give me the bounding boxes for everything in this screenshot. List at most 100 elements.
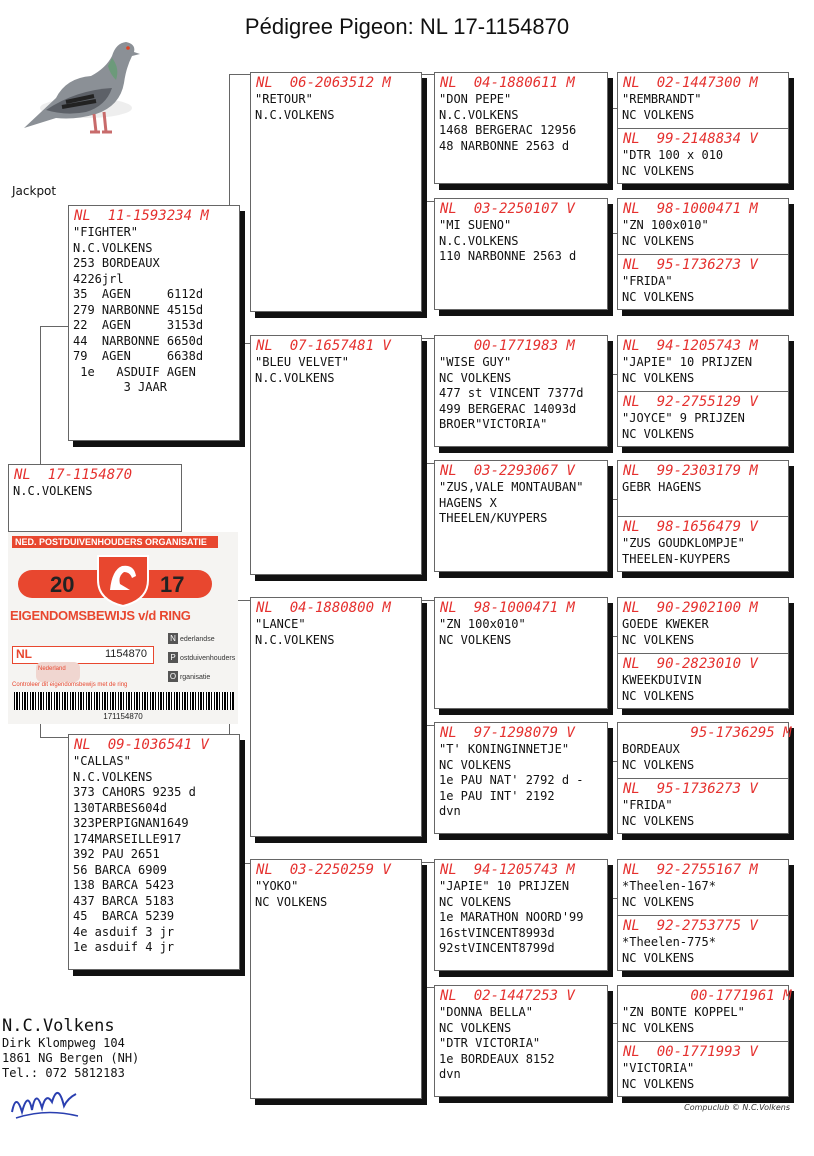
npo-word: ederlandse: [179, 636, 215, 643]
info-line: NC VOLKENS: [622, 813, 695, 828]
dam-box: NL 09-1036541 V "CALLAS" N.C.VOLKENS 373…: [68, 734, 240, 970]
gggp-divider: NL 99-2148834 V "DTR 100 x 010 NC VOLKEN…: [618, 128, 788, 179]
info-line: NC VOLKENS: [622, 163, 695, 178]
info-line: 253 BORDEAUX: [73, 256, 160, 270]
info-line: 499 BERGERAC 14093d: [439, 401, 577, 416]
info-line: "YOKO": [255, 879, 299, 893]
info-line: "ZUS,VALE MONTAUBAN": [439, 480, 584, 494]
gggp-box-4: NL 99-2303179 M GEBR HAGENS NL 98-165647…: [617, 460, 789, 572]
info-line: 437 BARCA 5183: [73, 893, 175, 908]
ring-number: NL 98-1000471 M: [623, 201, 758, 217]
info-line: NC VOLKENS: [622, 233, 695, 248]
card-note: Controleer dit eigendomsbewijs met de ri…: [12, 682, 128, 688]
lion-emblem-icon: [97, 555, 149, 608]
signature-icon: [11, 1092, 79, 1119]
info-line: *Theelen-167*: [622, 879, 716, 893]
info-line: "DTR VICTORIA": [439, 1036, 541, 1050]
info-line: NC VOLKENS: [622, 950, 695, 965]
info-line: N.C.VOLKENS: [255, 107, 335, 122]
grandparent-box-2: NL 07-1657481 V "BLEU VELVET" N.C.VOLKEN…: [250, 335, 422, 575]
info-line: NC VOLKENS: [439, 370, 512, 385]
gggp-divider: NL 95-1736273 V "FRIDA" NC VOLKENS: [618, 254, 788, 305]
info-line: KWEEKDUIVIN: [622, 673, 702, 687]
info-line: 92stVINCENT8799d: [439, 941, 555, 955]
npo-word: ostduivenhouders: [179, 655, 236, 662]
ownership-card: NED. POSTDUIVENHOUDERS ORGANISATIE 20 17…: [8, 532, 238, 724]
connector-gg3: [606, 374, 618, 375]
ring-number: NL 09-1036541 V: [74, 737, 209, 753]
info-line: GOEDE KWEKER: [622, 617, 709, 631]
ring-number: NL 03-2293067 V: [440, 463, 575, 479]
great-grandparent-box-2: NL 03-2250107 V "MI SUENO" N.C.VOLKENS 1…: [434, 198, 608, 310]
info-line: N.C.VOLKENS: [255, 632, 335, 647]
info-line: 1e PAU NAT' 2792 d -: [439, 773, 584, 787]
info-line: 138 BARCA 5423: [73, 878, 175, 892]
info-line: NC VOLKENS: [622, 426, 695, 441]
info-line: 392 PAU 2651: [73, 847, 160, 861]
info-line: GEBR HAGENS: [622, 480, 702, 494]
info-line: 45 BARCA 5239: [73, 909, 175, 923]
ring-number: NL 17-1154870: [14, 467, 133, 483]
gggp-divider: NL 90-2823010 V KWEEKDUIVIN NC VOLKENS: [618, 653, 788, 704]
info-line: 16stVINCENT8993d: [439, 925, 555, 940]
info-line: "ZN BONTE KOPPEL": [622, 1005, 745, 1019]
info-line: "DONNA BELLA": [439, 1005, 533, 1019]
country-code: NL: [16, 647, 32, 661]
info-line: THEELEN/KUYPERS: [439, 511, 548, 525]
gggp-box-7: NL 92-2755167 M *Theelen-167* NC VOLKENS…: [617, 859, 789, 971]
info-line: 4e asduif 3 jr: [73, 924, 175, 939]
ring-number: NL 94-1205743 M: [623, 338, 758, 354]
ring-number: NL 92-2755129 V: [623, 394, 758, 410]
great-grandparent-box-4: NL 03-2293067 V "ZUS,VALE MONTAUBAN" HAG…: [434, 460, 608, 572]
info-line: BROER"VICTORIA": [439, 417, 548, 431]
ring-number: NL 04-1880611 M: [440, 75, 575, 91]
info-line: "LANCE": [255, 617, 306, 631]
info-line: NC VOLKENS: [622, 632, 695, 647]
info-line: "MI SUENO": [439, 218, 512, 232]
great-grandparent-box-5: NL 98-1000471 M "ZN 100x010" NC VOLKENS: [434, 597, 608, 709]
info-line: "BLEU VELVET": [255, 355, 349, 369]
info-line: 4226jrl: [73, 271, 124, 286]
info-line: "DTR 100 x 010: [622, 148, 724, 162]
info-line: NC VOLKENS: [622, 107, 695, 122]
info-line: dvn: [439, 1067, 461, 1081]
gggp-box-5: NL 90-2902100 M GOEDE KWEKER NC VOLKENS …: [617, 597, 789, 709]
breeder-info: N.C.Volkens Dirk Klompweg 104 1861 NG Be…: [2, 1016, 139, 1081]
sire-box: NL 11-1593234 M "FIGHTER" N.C.VOLKENS 25…: [68, 205, 240, 441]
info-line: "ZUS GOUDKLOMPJE": [622, 536, 745, 550]
info-line: HAGENS X: [439, 495, 497, 510]
ring-number: NL 90-2823010 V: [623, 656, 758, 672]
info-line: "ZN 100x010": [622, 218, 709, 232]
npo-letter: O: [168, 671, 178, 682]
ring-number: NL 97-1298079 V: [440, 725, 575, 741]
info-line: NC VOLKENS: [255, 894, 328, 909]
npo-legend: N ederlandse P ostduivenhouders O rganis…: [168, 630, 235, 687]
card-title: EIGENDOMSBEWIJS v/d RING: [10, 608, 191, 623]
info-line: 35 AGEN 6112d: [73, 287, 204, 301]
info-line: 1e asduif 4 jr: [73, 940, 175, 954]
npo-letter: N: [168, 633, 178, 644]
info-line: "FRIDA": [622, 274, 673, 288]
ring-number: NL 95-1736273 V: [623, 781, 758, 797]
info-line: "REMBRANDT": [622, 92, 702, 106]
info-line: THEELEN-KUYPERS: [622, 551, 731, 566]
year-left: 20: [50, 572, 75, 597]
nl-map-icon: [36, 662, 80, 682]
info-line: "T' KONINGINNETJE": [439, 742, 570, 756]
info-line: NC VOLKENS: [439, 1020, 512, 1035]
info-line: NC VOLKENS: [622, 1076, 695, 1091]
gggp-divider: NL 95-1736273 V "FRIDA" NC VOLKENS: [618, 778, 788, 829]
gggp-box-2: NL 98-1000471 M "ZN 100x010" NC VOLKENS …: [617, 198, 789, 310]
phone-line: Tel.: 072 5812183: [2, 1066, 125, 1080]
info-line: "RETOUR": [255, 92, 313, 106]
info-line: NC VOLKENS: [622, 370, 695, 385]
info-line: 48 NARBONNE 2563 d: [439, 138, 570, 153]
ring-number-field: 1154870: [104, 648, 147, 660]
info-line: 279 NARBONNE 4515d: [73, 302, 204, 317]
connector-gg1: [606, 108, 618, 109]
gggp-divider: NL 98-1656479 V "ZUS GOUDKLOMPJE" THEELE…: [618, 516, 788, 567]
gggp-box-1: NL 02-1447300 M "REMBRANDT" NC VOLKENS N…: [617, 72, 789, 184]
great-grandparent-box-6: NL 97-1298079 V "T' KONINGINNETJE" NC VO…: [434, 722, 608, 834]
info-line: 373 CAHORS 9235 d: [73, 785, 196, 799]
ring-number: 95-1736295 M: [623, 725, 792, 741]
